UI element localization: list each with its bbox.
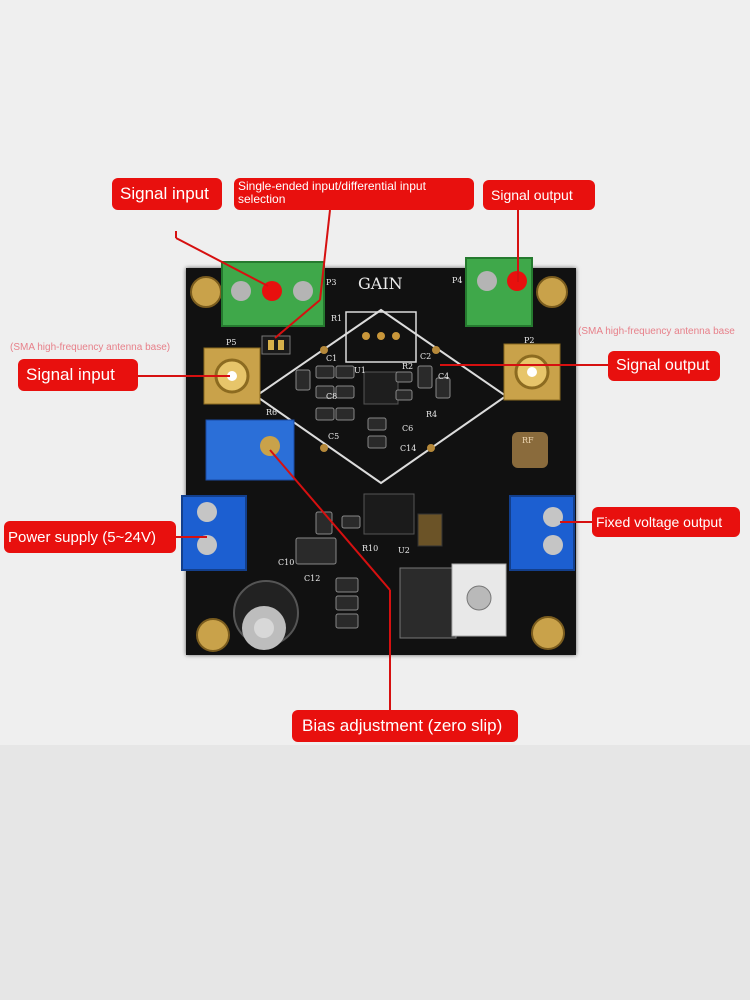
silk-c12: C12 bbox=[304, 574, 321, 583]
silk-u2: U2 bbox=[398, 546, 410, 555]
signal-input-left-text: Signal input bbox=[26, 365, 115, 384]
silk-c2: C2 bbox=[420, 352, 432, 361]
silk-r6: R6 bbox=[266, 408, 278, 417]
bias-text: Bias adjustment (zero slip) bbox=[302, 716, 503, 735]
silk-r4: R4 bbox=[426, 410, 438, 419]
rf-logo-label: RF bbox=[522, 436, 534, 445]
fixed-voltage-label: Fixed voltage output bbox=[592, 507, 740, 537]
silk-r10: R10 bbox=[362, 544, 379, 553]
silk-p5: P5 bbox=[226, 338, 237, 347]
gain-label: GAIN bbox=[358, 274, 403, 293]
silk-c10: C10 bbox=[278, 558, 295, 567]
bias-adjustment-label: Bias adjustment (zero slip) bbox=[292, 710, 518, 742]
signal-output-right-text: Signal output bbox=[616, 357, 710, 374]
signal-input-top-label: Signal input bbox=[112, 178, 222, 210]
silk-c5: C5 bbox=[328, 432, 340, 441]
silk-r1: R1 bbox=[331, 314, 343, 323]
power-supply-label: Power supply (5~24V) bbox=[4, 521, 176, 553]
silk-c6: C6 bbox=[402, 424, 414, 433]
silk-c8: C8 bbox=[326, 392, 338, 401]
silk-c4: C4 bbox=[438, 372, 450, 381]
selection-text: Single-ended input/differential input se… bbox=[238, 179, 426, 206]
selection-label: Single-ended input/differential input se… bbox=[234, 178, 474, 210]
green-terminal-right bbox=[465, 257, 533, 327]
silk-c14: C14 bbox=[400, 444, 417, 453]
bottom-background bbox=[0, 745, 750, 1000]
signal-output-top-text: Signal output bbox=[491, 187, 573, 203]
blue-terminal-left bbox=[181, 495, 247, 571]
silk-p4: P4 bbox=[452, 276, 463, 285]
signal-input-top-text: Signal input bbox=[120, 184, 209, 203]
silk-p2: P2 bbox=[524, 336, 535, 345]
fixed-voltage-text: Fixed voltage output bbox=[596, 514, 723, 530]
power-supply-text: Power supply (5~24V) bbox=[8, 528, 156, 546]
blue-terminal-right bbox=[509, 495, 575, 571]
signal-input-left-label: Signal input bbox=[18, 359, 138, 391]
sma-right-note: (SMA high-frequency antenna base bbox=[578, 326, 735, 337]
silk-r2: R2 bbox=[402, 362, 414, 371]
signal-output-right-label: Signal output bbox=[608, 351, 720, 381]
signal-output-top-label: Signal output bbox=[483, 180, 595, 210]
silk-u1: U1 bbox=[354, 366, 366, 375]
sma-left-note: (SMA high-frequency antenna base) bbox=[10, 342, 171, 353]
silk-c1: C1 bbox=[326, 354, 338, 363]
silk-p3: P3 bbox=[326, 278, 337, 287]
